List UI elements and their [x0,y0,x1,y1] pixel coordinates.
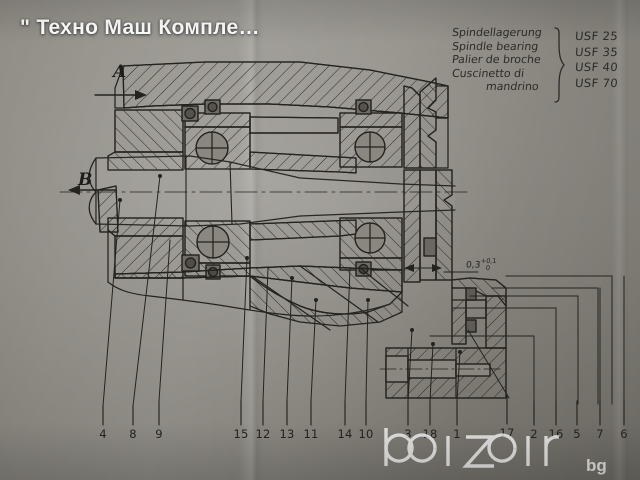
item-number-13: 13 [279,427,295,441]
item-number-15: 15 [233,427,249,441]
item-number-7: 7 [596,427,604,441]
listing-title: " Техно Маш Компле… [20,16,260,39]
item-number-ticks [102,394,625,426]
item-number-3: 3 [404,427,412,441]
leader-dots [118,174,462,354]
item-leader-lines [102,175,625,407]
item-number-14: 14 [337,427,353,441]
upper-bearing-2 [339,99,403,168]
section-label-a: A [113,62,127,82]
item-number-6: 6 [620,427,628,441]
section-arrow-b [68,185,116,195]
upper-left-bearing-outer-race [107,109,184,171]
lower-left-bearing-outer-race [107,217,184,279]
section-label-b: B [78,170,93,190]
upper-right-end-ring [403,77,449,169]
item-number-8: 8 [129,427,137,441]
section-arrow-a [94,90,147,100]
item-number-18: 18 [422,427,438,441]
lower-bearing-2 [339,217,403,277]
item-number-17: 17 [499,426,515,440]
curly-brace-icon [554,27,565,103]
item-number-10: 10 [358,427,374,441]
item-number-11: 11 [303,427,319,441]
item-number-5: 5 [573,427,581,441]
item-number-1: 1 [453,427,461,441]
item-number-16: 16 [548,427,564,441]
upper-spacer-sleeve [249,116,357,174]
lower-housing-casting [107,229,409,331]
item-number-12: 12 [255,427,271,441]
item-number-2: 2 [530,427,538,441]
legend-block: Spindellagerung Spindle bearing Palier d… [451,26,619,109]
right-flange-column [403,169,453,283]
item-number-4: 4 [99,427,107,441]
item-number-9: 9 [155,427,163,441]
dimension-arrows-0p3 [404,264,479,273]
